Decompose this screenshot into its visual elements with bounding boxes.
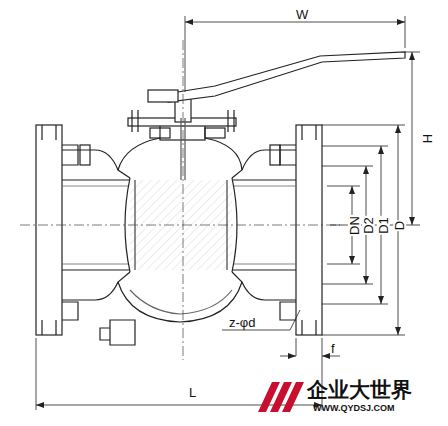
watermark-url: WWW.QYDSJ.COM xyxy=(312,404,396,413)
watermark-logo: 企业大世界 xyxy=(306,380,413,401)
dimension-label: D2 xyxy=(362,216,375,235)
dimension-label: f xyxy=(330,342,336,355)
dimension-label: H xyxy=(421,132,434,143)
dimension-label: W xyxy=(295,8,309,21)
dimension-label: D1 xyxy=(377,216,390,235)
dimension-label: DN xyxy=(348,215,361,236)
bolt-hole-label: z-φd xyxy=(228,316,257,329)
dimension-label: L xyxy=(188,386,197,399)
dimension-label: D xyxy=(393,219,406,230)
